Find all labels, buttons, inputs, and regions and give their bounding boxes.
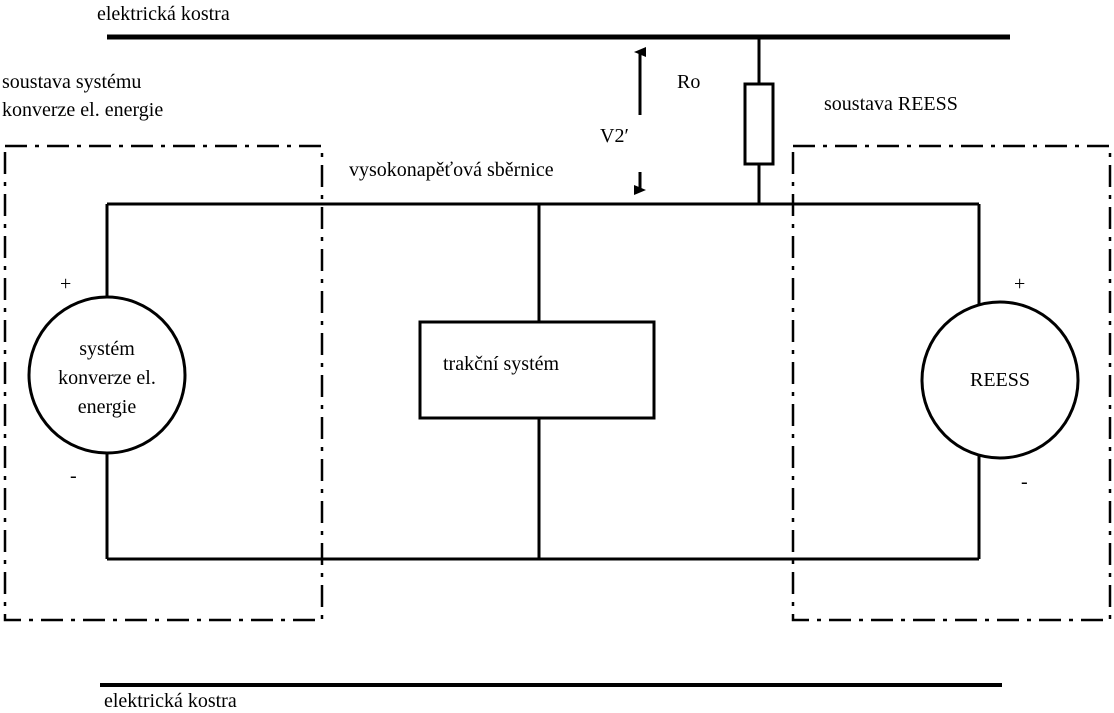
- conversion-group-label-line1: soustava systému: [2, 71, 142, 93]
- plus-right: +: [1014, 273, 1026, 295]
- ground-label-bottom: elektrická kostra: [104, 690, 237, 712]
- hv-bus-label: vysokonapěťová sběrnice: [349, 159, 554, 181]
- voltage-label: V2′: [600, 125, 629, 147]
- reess-source-label: REESS: [969, 369, 1031, 391]
- reess-group-label: soustava REESS: [824, 93, 958, 115]
- conversion-source-label-line1: systém: [79, 338, 135, 360]
- reess-source-circle: [920, 300, 1080, 460]
- conversion-source-label-line2: konverze el.: [58, 367, 156, 389]
- resistor-ro: [743, 82, 775, 166]
- minus-left: -: [70, 465, 77, 487]
- resistor-label: Ro: [677, 71, 701, 93]
- conversion-group-box: [3, 144, 324, 622]
- ground-label-top: elektrická kostra: [97, 3, 230, 25]
- minus-right: -: [1021, 471, 1028, 493]
- conversion-source-label-line3: energie: [77, 396, 137, 418]
- plus-left: +: [60, 273, 72, 295]
- traction-system-box: [418, 320, 656, 420]
- conversion-group-label-line2: konverze el. energie: [2, 99, 164, 121]
- traction-system-label: trakční systém: [443, 353, 560, 375]
- reess-group-box: [791, 144, 1112, 622]
